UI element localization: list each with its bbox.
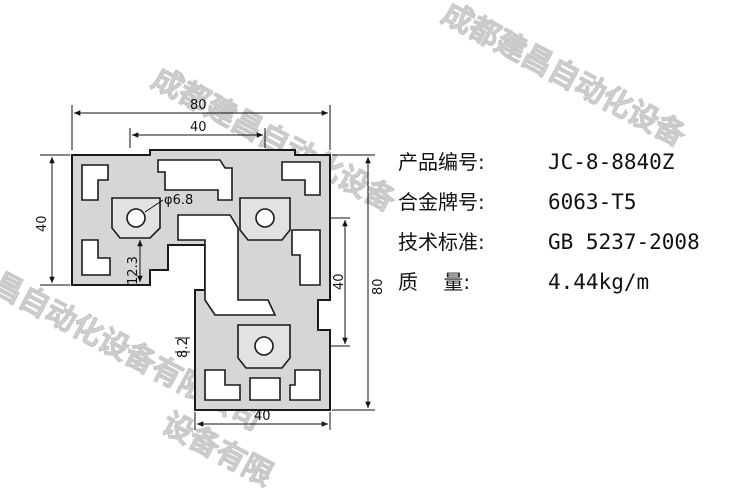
spec-label-weight: 质 量: — [398, 270, 470, 294]
cavity-left-lower — [81, 239, 111, 276]
dim-top-inner: 40 — [190, 120, 207, 135]
spec-value-weight: 4.44kg/m — [548, 270, 649, 294]
cavity-top-right — [281, 161, 321, 196]
spec-table: 产品编号: JC-8-8840Z 合金牌号: 6063-T5 技术标准: GB … — [398, 150, 700, 294]
spec-label-alloy: 合金牌号: — [398, 190, 485, 214]
cavity-center — [177, 214, 277, 316]
core-bottom — [237, 324, 291, 369]
spec-value-standard: GB 5237-2008 — [548, 230, 700, 254]
dim-left-height: 40 — [35, 215, 50, 232]
dim-top-overall: 80 — [190, 98, 207, 113]
dim-right-overall: 80 — [371, 278, 386, 295]
spec-label-standard: 技术标准: — [398, 230, 485, 254]
dimension-lines — [40, 105, 375, 430]
cavity-top-left — [81, 164, 109, 201]
spec-label-product-code: 产品编号: — [398, 150, 485, 174]
core-left — [111, 197, 161, 239]
cavity-bottom-center — [249, 377, 281, 401]
dim-core-depth: 12.3 — [126, 256, 141, 285]
cavity-top-center — [157, 159, 233, 201]
dim-bottom-width: 40 — [254, 409, 271, 424]
cavity-bottom-right — [289, 369, 321, 401]
dim-hole-diameter: φ6.8 — [164, 193, 193, 208]
dim-slot-width: 8.2 — [176, 337, 191, 358]
spec-value-product-code: JC-8-8840Z — [548, 150, 674, 174]
cavity-bottom-left — [204, 369, 241, 401]
profile-drawing — [71, 149, 331, 411]
cavity-right-mid — [291, 229, 321, 286]
watermark-top-right: 成都建昌自动化设备 — [436, 0, 692, 154]
dim-right-inner: 40 — [332, 273, 347, 290]
core-right — [239, 197, 291, 241]
spec-value-alloy: 6063-T5 — [548, 190, 637, 214]
